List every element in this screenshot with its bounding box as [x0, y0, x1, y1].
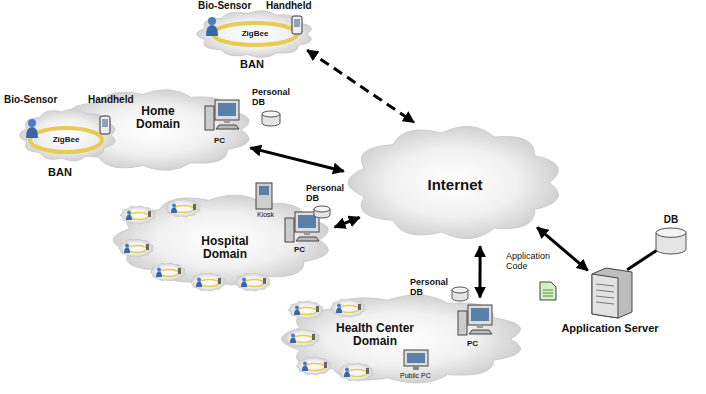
node-label: BAN: [48, 166, 72, 178]
network-link: [250, 148, 343, 171]
ban-cloud-icon: [297, 357, 331, 375]
ban-cloud-icon: [191, 273, 225, 291]
node-label: Bio-Sensor: [198, 0, 251, 11]
database-icon: [314, 206, 330, 218]
ban-cloud-icon: [289, 301, 323, 319]
kiosk-icon: [256, 183, 272, 209]
node-label: Internet: [427, 177, 482, 194]
ban-cloud-icon: [151, 263, 185, 281]
node-label: BAN: [240, 58, 264, 70]
zigbee-ring: [30, 128, 102, 152]
node-label: Health Center Domain: [330, 322, 420, 348]
handheld-icon: [100, 116, 110, 134]
network-cloud: Internet: [345, 120, 565, 245]
ban-cloud-icon: [121, 206, 155, 224]
database-icon: [656, 228, 686, 254]
pc-icon: [285, 212, 319, 242]
node-label: Hospital Domain: [195, 235, 255, 261]
component-label: Application Code: [506, 252, 562, 272]
bio-sensor-icon: [206, 17, 218, 36]
node-label: PC: [214, 137, 225, 146]
database-icon: [452, 287, 468, 301]
cloud-shape: [348, 126, 558, 238]
network-link: [537, 227, 588, 270]
node-label: Personal DB: [252, 88, 298, 108]
node-label: Public PC: [400, 372, 431, 380]
handheld-icon: [292, 16, 302, 34]
node-label: Personal DB: [410, 278, 456, 298]
cloud-shape: [113, 195, 328, 285]
ban-cloud-icon: [236, 273, 270, 291]
node-label: PC: [294, 246, 305, 255]
network-link: [479, 246, 482, 297]
public-pc-icon: [404, 350, 428, 370]
network-link: [627, 250, 656, 269]
node-label: PC: [467, 340, 478, 349]
node-label: Handheld: [88, 94, 134, 105]
wireless-link: [307, 50, 414, 122]
server-icon: [592, 268, 632, 318]
code-document-icon: [540, 282, 556, 300]
node-label: Kiosk: [257, 211, 274, 219]
network-link: [335, 217, 360, 227]
ban-cloud-icon: [331, 299, 365, 317]
ban-cloud-icon: [339, 363, 373, 381]
node-label: ZigBee: [53, 136, 80, 145]
ban-cloud-icon: [166, 199, 200, 217]
zigbee-ring: [213, 23, 297, 45]
node-label: DB: [664, 214, 678, 225]
cloud-shape: [19, 109, 115, 161]
database-icon: [262, 111, 280, 126]
node-label: Application Server: [561, 322, 658, 334]
cloud-shape: [282, 295, 521, 383]
pc-icon: [205, 100, 239, 130]
cloud-shape: [197, 11, 312, 58]
node-label: Bio-Sensor: [4, 94, 57, 105]
ban-cloud-icon: [119, 239, 153, 257]
ban-cloud-icon: [285, 329, 319, 347]
bio-sensor-icon: [26, 119, 38, 138]
node-label: ZigBee: [242, 30, 269, 39]
node-label: Handheld: [266, 0, 312, 11]
node-label: Personal DB: [306, 184, 352, 204]
pc-icon: [458, 305, 492, 335]
node-label: Home Domain: [128, 105, 188, 131]
